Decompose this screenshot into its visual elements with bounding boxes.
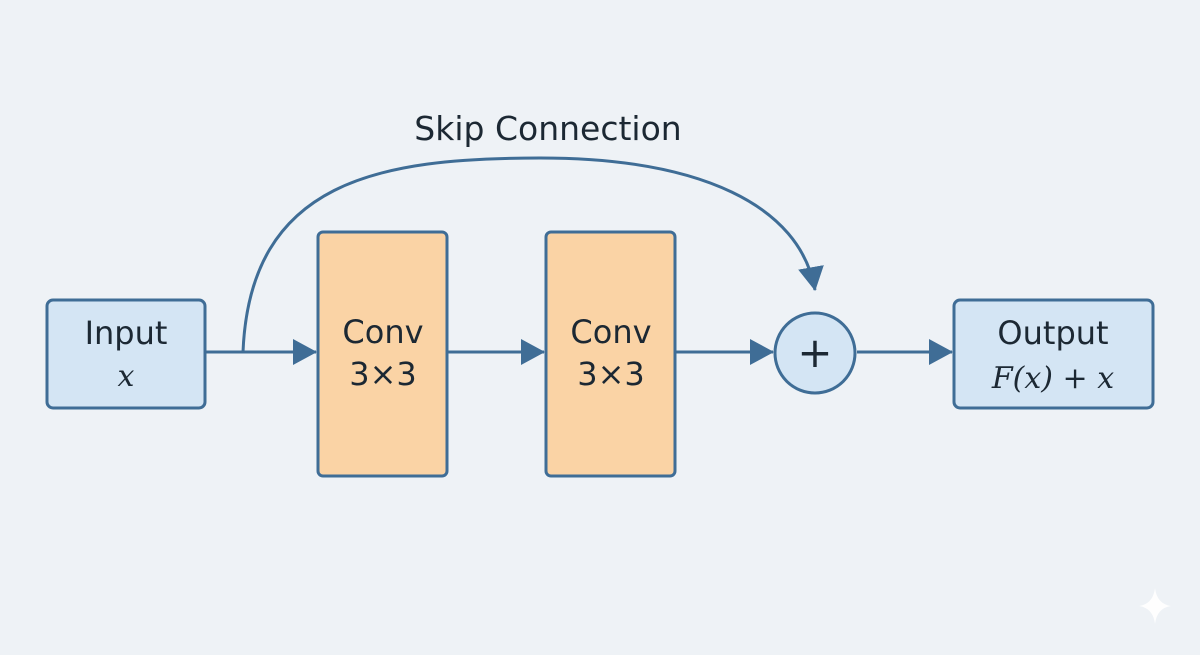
input-node: Input x [45,298,207,410]
conv2-label: Conv [570,313,651,351]
output-node: Output F(x) + x [952,298,1155,410]
skip-connection-arrow [241,156,824,353]
add-node: + [773,311,857,395]
output-math: F(x) + x [991,361,1114,396]
conv1-size: 3×3 [349,355,417,393]
conv1-node: Conv 3×3 [316,230,449,478]
input-math: x [118,359,135,394]
conv1-label: Conv [342,313,423,351]
conv2-size: 3×3 [577,355,645,393]
output-label: Output [997,314,1108,352]
input-label: Input [85,314,168,352]
sparkle-icon [1139,588,1171,624]
skip-connection-label: Skip Connection [414,109,681,148]
add-symbol: + [797,328,832,377]
conv2-node: Conv 3×3 [544,230,677,478]
